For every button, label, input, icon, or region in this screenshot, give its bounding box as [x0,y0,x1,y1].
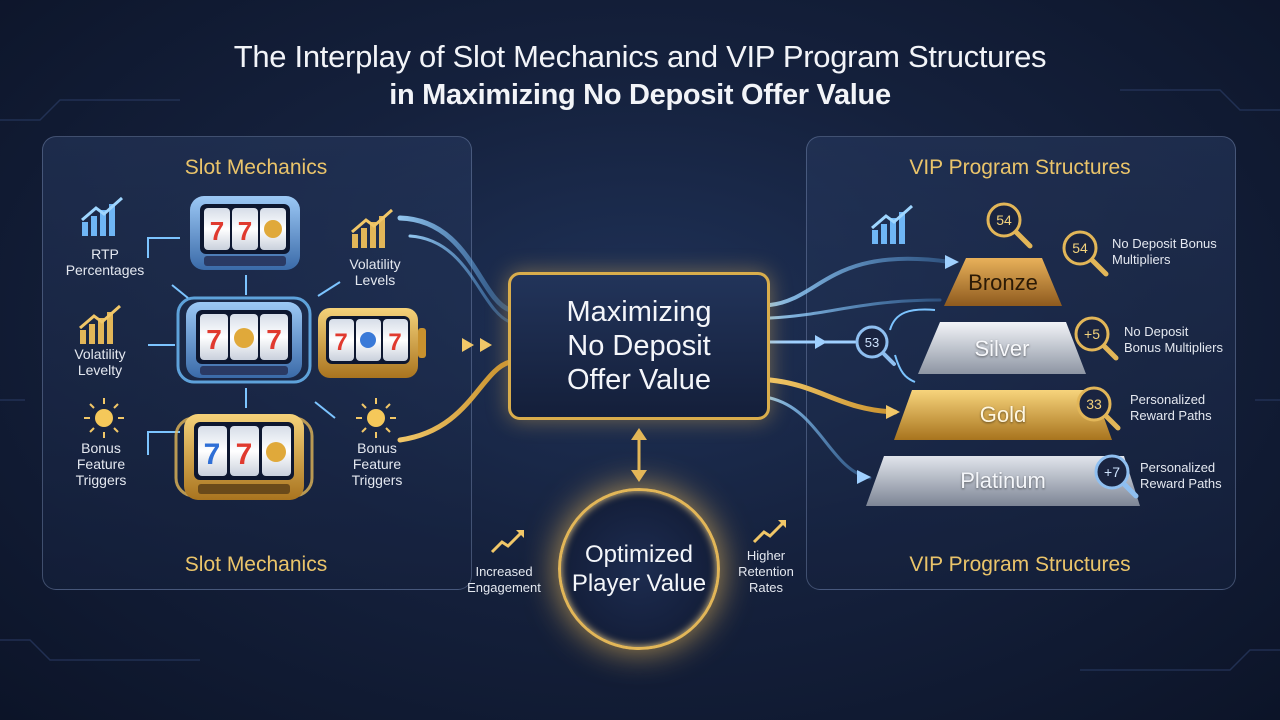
svg-text:7: 7 [206,324,222,355]
growth-chart-icon [871,204,913,244]
label-bronze-benefit: No Deposit Bonus Multipliers [1112,236,1217,267]
magnifier-badge-icon: 53 [855,325,896,366]
svg-text:7: 7 [238,216,252,246]
label-higher-retention: Higher Retention Rates [738,548,794,595]
magnifier-badge-icon: +5 [1074,316,1119,361]
slot-mechanics-title-top: Slot Mechanics [184,156,328,179]
connector-arrow [147,431,180,455]
vip-program-title-bottom: VIP Program Structures [909,553,1131,576]
connector-arrow [889,308,936,331]
label-platinum-benefit: Personalized Reward Paths [1140,460,1222,491]
arrow-icon [857,470,871,484]
arrow-icon [815,335,827,349]
arrow-icon [462,338,474,352]
label-gold-benefit: Personalized Reward Paths [1130,392,1212,423]
tier-gold-label: Gold [979,402,1027,427]
arrow-icon [886,405,900,419]
label-increased-engagement: Increased Engagement [467,564,541,595]
title-line-1: The Interplay of Slot Mechanics and VIP … [233,39,1047,74]
svg-text:7: 7 [334,329,347,356]
sunburst-icon [84,398,124,438]
vip-program-title-top: VIP Program Structures [909,156,1131,179]
connector-arrow [171,284,189,299]
magnifier-badge-icon: +7 [1094,454,1139,499]
optimized-player-value-circle [558,488,720,650]
tier-platinum-shape [866,456,1140,506]
connector-arrow [894,354,916,383]
arrow-icon [945,255,959,269]
stream-top-left-1 [397,215,513,313]
stream-top-left-2 [408,234,512,324]
label-rtp-percentages: RTP Percentages [65,246,145,278]
optimized-player-value-text: Optimized Player Value [571,541,707,597]
magnifier-badge-icon: 33 [1076,386,1121,431]
svg-text:7: 7 [210,216,224,246]
magnifier-badge-icon: 54 [1062,230,1109,277]
tier-silver-label: Silver [974,336,1030,361]
slot-mechanics-title-bottom: Slot Mechanics [184,553,328,576]
vertical-double-arrow [631,428,647,482]
growth-chart-icon [79,304,121,344]
arrow-icon [480,338,492,352]
svg-text:7: 7 [388,329,401,356]
label-silver-benefit: No Deposit Bonus Multipliers [1124,324,1223,355]
stream-bottom-left [397,359,513,443]
slot-machine-icon: 7 7 [174,414,314,500]
sunburst-icon [356,398,396,438]
connector-arrow [147,237,180,258]
svg-text:7: 7 [266,324,282,355]
slot-machine-icon: 7 7 [176,296,312,384]
stream-right-blue-1 [768,256,952,307]
slot-machine-icon: 7 7 [318,308,426,378]
label-bonus-left: Bonus Feature Triggers [75,440,127,488]
stream-right-blue-2 [768,298,942,320]
tier-platinum-label: Platinum [960,468,1046,493]
badge-silver-text: +5 [1084,326,1100,342]
svg-text:7: 7 [236,438,253,471]
diagram-title: The Interplay of Slot Mechanics and VIP … [0,38,1280,114]
badge-platinum-text: +7 [1104,464,1120,480]
badge-top-text: 54 [996,212,1012,228]
maximizing-offer-box: Maximizing No Deposit Offer Value [508,272,770,420]
title-line-2: in Maximizing No Deposit Offer Value [389,79,891,111]
magnifier-badge-icon: 54 [986,202,1033,249]
connector-arrow [314,401,336,419]
slot-machine-icon: 7 7 [190,196,300,270]
tier-bronze-shape [944,258,1062,306]
label-bonus-right: Bonus Feature Triggers [351,440,403,488]
stream-right-gold [767,377,898,415]
badge-pointer-text: 53 [865,335,879,350]
badge-bronze-text: 54 [1072,240,1088,256]
tier-silver-shape [918,322,1086,374]
label-volatility-right: Volatility Levels [349,256,401,288]
growth-chart-icon [490,530,524,554]
connector-arrow [317,281,341,297]
label-volatility-left: Volatility Levelty [74,346,126,378]
growth-chart-icon [752,520,786,544]
tier-bronze-label: Bronze [968,270,1038,295]
badge-gold-text: 33 [1086,396,1102,412]
maximizing-offer-text: Maximizing No Deposit Offer Value [566,296,712,396]
growth-chart-icon [81,196,123,236]
tier-gold-shape [894,390,1112,440]
growth-chart-icon [351,208,393,248]
svg-text:7: 7 [204,438,221,471]
